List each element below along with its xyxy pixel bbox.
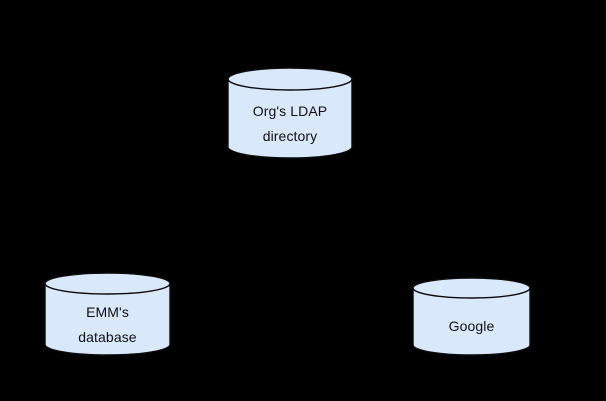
cylinder-shape (44, 272, 171, 356)
cylinder-body (412, 277, 531, 356)
cylinder-body (227, 67, 353, 159)
database-node-emm[interactable]: EMM's database (44, 272, 171, 356)
cylinder-body (44, 272, 171, 356)
cylinder-top-rim (227, 78, 353, 91)
cylinder-top-rim (412, 287, 531, 299)
cylinder-top-rim (44, 283, 171, 295)
cylinder-shape (227, 67, 353, 159)
database-node-ldap[interactable]: Org's LDAP directory (227, 67, 353, 159)
database-node-google[interactable]: Google (412, 277, 531, 356)
cylinder-shape (412, 277, 531, 356)
